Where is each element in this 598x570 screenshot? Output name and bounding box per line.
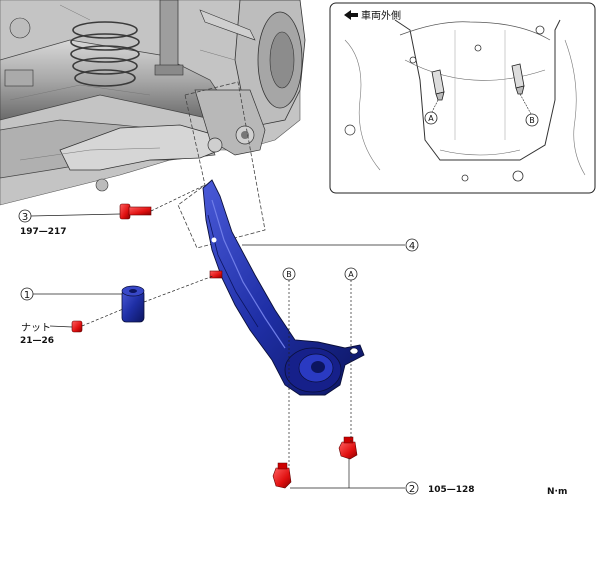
- bolt-part-3: [119, 203, 152, 220]
- inset-direction-label: 車両外側: [361, 9, 401, 22]
- callout-2-label: 2: [409, 484, 415, 495]
- nut-part: [71, 320, 83, 333]
- pin-b-label: B: [286, 270, 292, 279]
- bolt-part-2-b: [272, 462, 292, 489]
- assembly-lines: [30, 184, 405, 489]
- bushing-part: [121, 285, 145, 323]
- installation-area-outline: [177, 81, 266, 249]
- pin-a-marker: [344, 267, 358, 281]
- callout-4-marker: [405, 238, 419, 252]
- stud-fastener: [209, 270, 223, 279]
- callout-4-label: 4: [409, 241, 415, 252]
- callout-3-label: 3: [22, 212, 28, 223]
- inset-pin-b-marker: [525, 113, 539, 127]
- inset-pin-a-marker: [424, 111, 438, 125]
- inset-pin-b-label: B: [529, 116, 535, 125]
- arrow-left-icon: [344, 10, 358, 20]
- inset-pin-a-label: A: [428, 114, 434, 123]
- callout-1-marker: [20, 287, 34, 301]
- callout-2-marker: [405, 481, 419, 495]
- callout-1-label: 1: [24, 290, 30, 301]
- lower-arm-part: [202, 179, 365, 396]
- nut-label: ナット: [21, 322, 51, 334]
- callout-3-marker: [18, 209, 32, 223]
- bolt-part-2-a: [338, 436, 358, 460]
- torque-nut: 21—26: [20, 336, 54, 346]
- torque-bolt-3: 197—217: [20, 227, 67, 237]
- torque-unit: N·m: [547, 487, 567, 497]
- inset-view: [329, 2, 596, 194]
- torque-bolt-2: 105—128: [428, 485, 475, 495]
- suspension-assembly-illustration: [0, 0, 306, 206]
- pin-b-marker: [282, 267, 296, 281]
- pin-a-label: A: [348, 270, 354, 279]
